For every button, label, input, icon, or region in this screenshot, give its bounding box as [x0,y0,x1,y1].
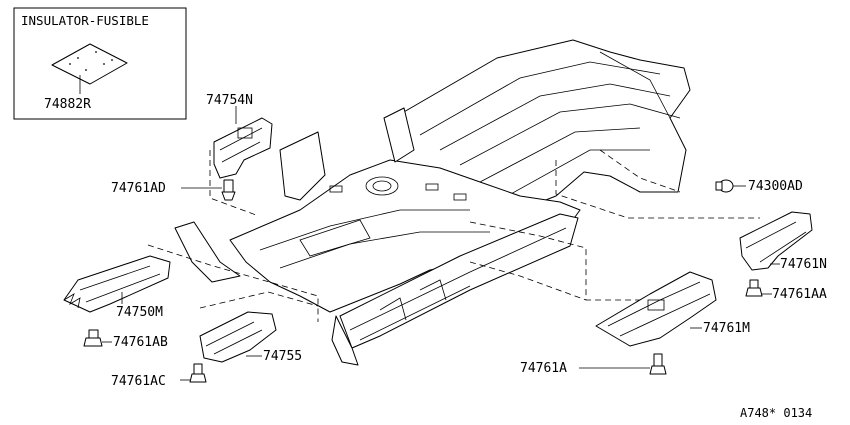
label-74761AB: 74761AB [113,335,168,350]
bolt-74761AD: 74761AD [111,179,236,201]
label-74882R: 74882R [44,97,91,112]
part-74761N: 74761N [739,211,827,272]
right-sill-front-shape [331,315,359,366]
bolt-74761A: 74761A [520,353,667,376]
bolt-74761AA: 74761AA [745,279,827,302]
label-74761AA: 74761AA [772,287,827,302]
insulator-dots [69,51,113,71]
label-74761AD: 74761AD [111,181,166,196]
part-74755: 74755 [199,311,302,364]
part-74754N: 74754N [206,93,273,179]
label-74754N: 74754N [206,93,253,108]
label-74761AC: 74761AC [111,374,166,389]
label-74761M: 74761M [703,321,750,336]
inset-box: INSULATOR-FUSIBLE 74882R [13,7,187,120]
clip-74300AD: 74300AD [715,179,803,194]
label-74761N: 74761N [780,257,827,272]
front-left-panel-shape [174,221,241,283]
right-upper-wall-shape [383,107,415,163]
floor-pan-assembly [174,39,691,366]
dashed-guide-lines [147,149,760,322]
label-74750M: 74750M [116,305,163,320]
reference-code: A748* 0134 [740,406,812,420]
inset-title: INSULATOR-FUSIBLE [21,13,149,28]
bolt-74761AC: 74761AC [111,363,207,389]
part-74761M: 74761M [595,271,750,347]
label-74755: 74755 [263,349,302,364]
left-side-wall-shape [279,131,326,201]
right-sill-shape [339,213,579,349]
bolt-74761AB: 74761AB [83,329,168,350]
label-74761A: 74761A [520,361,567,376]
part-74750M: 74750M [63,255,171,320]
insulator-sheet-shape [51,43,128,85]
label-74300AD: 74300AD [748,179,803,194]
